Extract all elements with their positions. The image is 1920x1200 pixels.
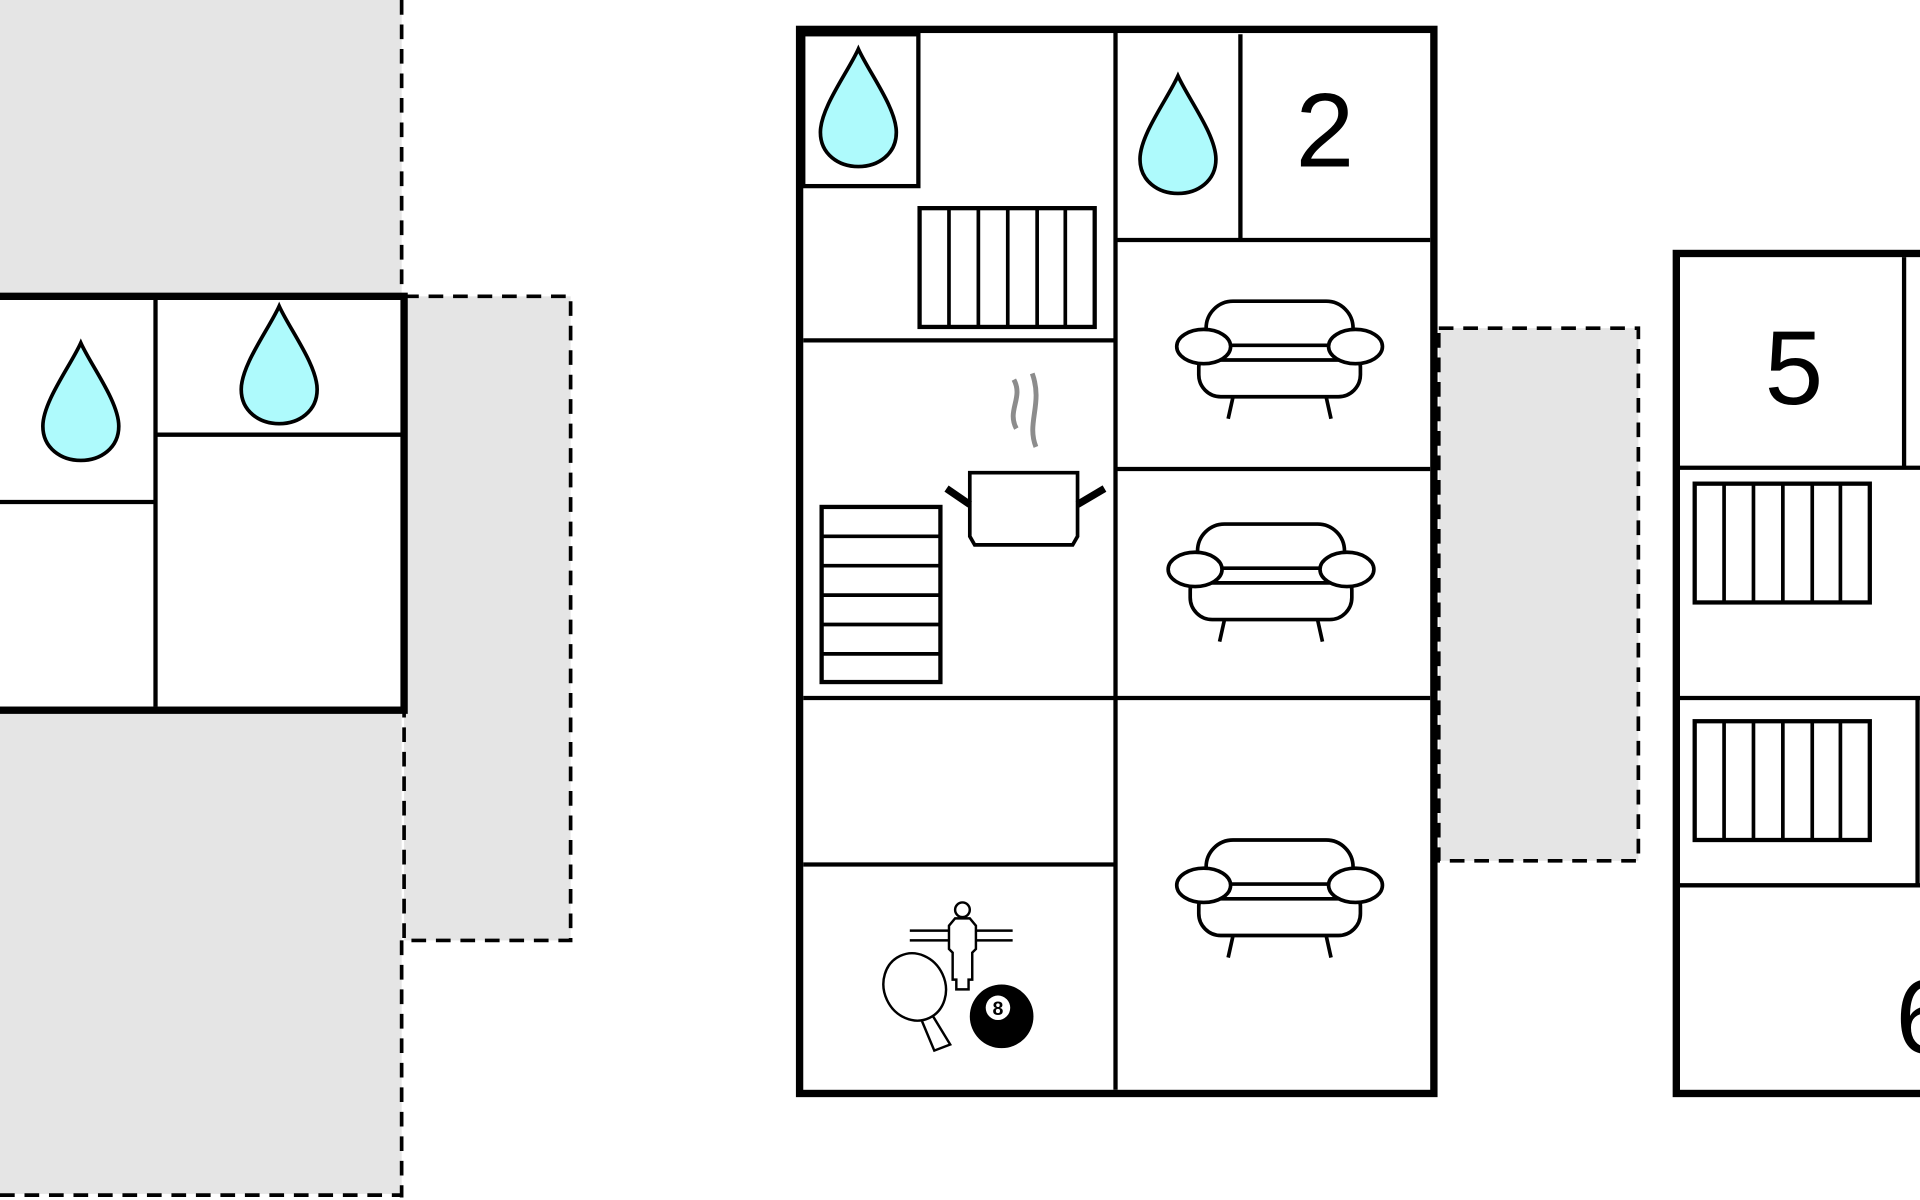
bed-icon [1695,484,1870,603]
room-number: 6 [1896,959,1920,1076]
cooking-pot-icon [944,372,1107,547]
billiard-ball-icon: 8 [969,984,1034,1049]
stairs-icon [819,504,943,685]
room-number: 5 [1765,310,1824,427]
bed-icon [1695,721,1870,840]
middle-building: 2 8 [795,25,1438,1098]
left-outdoor-area [0,0,573,1198]
middle-outdoor-area [1436,326,1641,863]
bed-icon [920,208,1095,327]
games-icons: 8 [882,901,1034,1053]
right-building: 5 6 [1672,249,1920,1098]
left-building [0,292,408,714]
svg-text:8: 8 [993,998,1004,1020]
table-football-icon [909,901,1013,991]
table-tennis-icon [882,952,953,1053]
room-number: 2 [1296,73,1355,190]
